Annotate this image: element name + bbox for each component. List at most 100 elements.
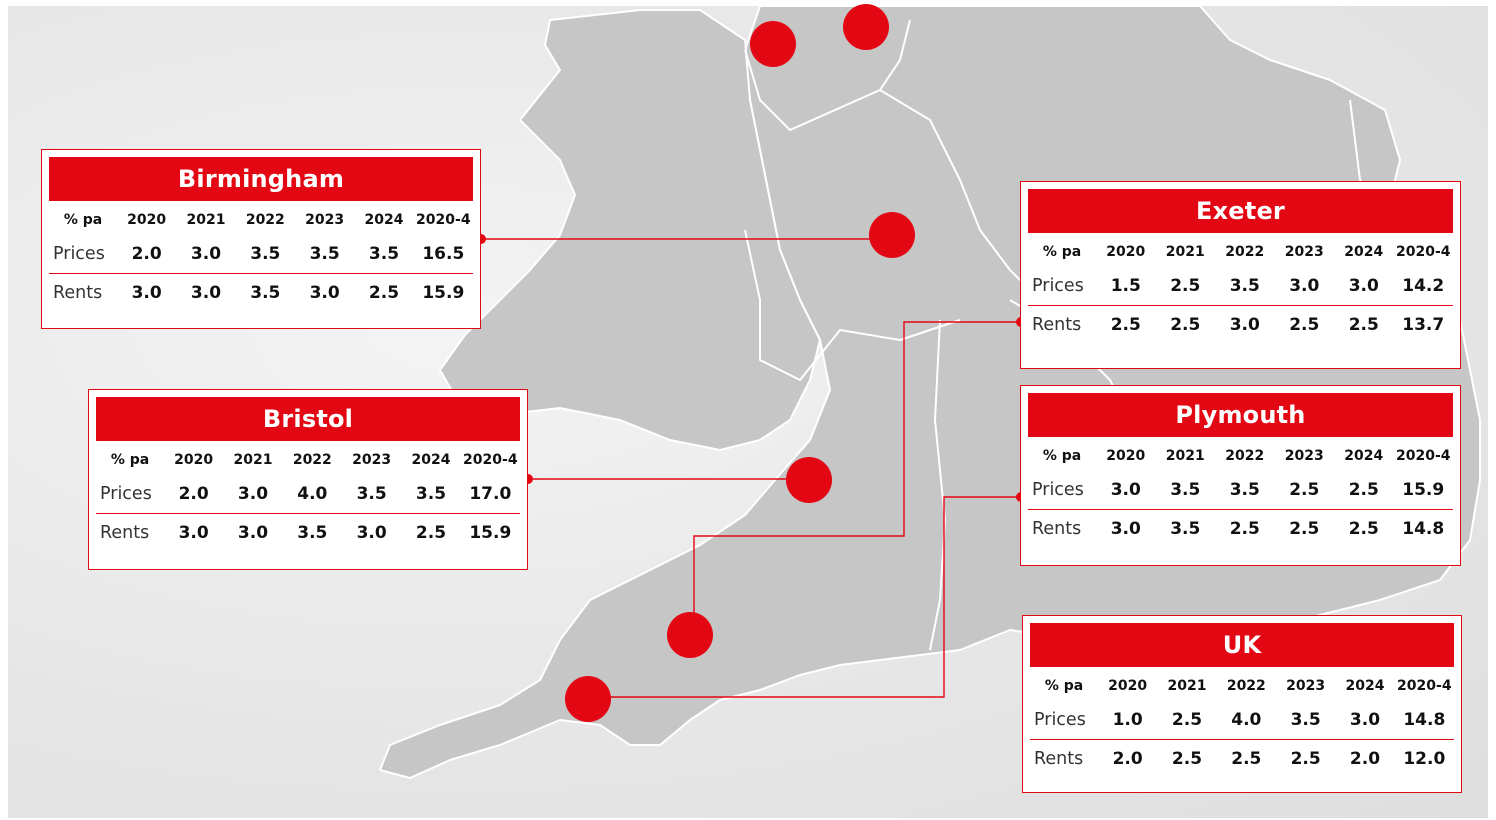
prices-row: Prices 1.5 2.5 3.5 3.0 3.0 14.2 xyxy=(1028,267,1453,306)
row-label: Prices xyxy=(96,475,164,514)
row-label: Rents xyxy=(1034,749,1084,769)
row-label: Prices xyxy=(1028,471,1096,510)
value-cell: 3.0 xyxy=(1274,267,1334,306)
growth-table: % pa 2020 2021 2022 2023 2024 2020-4 Pri… xyxy=(1028,237,1453,344)
column-label: % pa xyxy=(63,212,103,228)
value-cell: 16.5 xyxy=(413,235,473,274)
city-title: Exeter xyxy=(1028,189,1453,233)
leader-line-plymouth xyxy=(590,496,1021,698)
value-cell: 3.5 xyxy=(250,283,281,303)
header-row: % pa 2020 2021 2022 2023 2024 2020-4 xyxy=(1028,237,1453,267)
value-cell: 15.9 xyxy=(422,283,465,303)
value-cell: 2.5 xyxy=(1348,315,1379,335)
city-card-plymouth: Plymouth % pa 2020 2021 2022 2023 2024 2… xyxy=(1020,385,1461,566)
city-marker-plymouth xyxy=(565,676,611,722)
city-card-bristol: Bristol % pa 2020 2021 2022 2023 2024 20… xyxy=(88,389,528,570)
value-cell: 3.0 xyxy=(237,523,269,543)
value-cell: 14.2 xyxy=(1393,267,1453,306)
column-label: 2023 xyxy=(305,212,345,228)
value-cell: 14.8 xyxy=(1402,519,1445,539)
value-cell: 2.5 xyxy=(1274,471,1334,510)
column-label: 2023 xyxy=(352,452,392,468)
rents-row: Rents 2.0 2.5 2.5 2.5 2.0 12.0 xyxy=(1030,740,1454,779)
growth-table: % pa 2020 2021 2022 2023 2024 2020-4 Pri… xyxy=(96,445,520,552)
rents-row: Rents 3.0 3.5 2.5 2.5 2.5 14.8 xyxy=(1028,510,1453,549)
column-label: 2024 xyxy=(411,452,451,468)
city-marker-exeter xyxy=(667,612,713,658)
map-region-wales xyxy=(439,9,821,451)
rents-row: Rents 3.0 3.0 3.5 3.0 2.5 15.9 xyxy=(96,514,520,553)
value-cell: 2.5 xyxy=(1289,519,1320,539)
value-cell: 3.0 xyxy=(1096,471,1156,510)
column-label: 2023 xyxy=(1284,448,1324,464)
prices-row: Prices 2.0 3.0 4.0 3.5 3.5 17.0 xyxy=(96,475,520,514)
value-cell: 2.0 xyxy=(164,475,224,514)
value-cell: 3.0 xyxy=(1229,315,1260,335)
column-label: 2023 xyxy=(1284,244,1324,260)
value-cell: 2.5 xyxy=(1229,519,1260,539)
row-label: Rents xyxy=(53,283,103,303)
value-cell: 13.7 xyxy=(1402,315,1445,335)
column-label: 2020 xyxy=(1106,244,1146,260)
value-cell: 2.5 xyxy=(1290,749,1321,769)
column-label: 2020 xyxy=(1106,448,1146,464)
value-cell: 3.0 xyxy=(1335,701,1395,740)
value-cell: 4.0 xyxy=(1216,701,1276,740)
row-label: Rents xyxy=(100,523,150,543)
row-label: Rents xyxy=(1032,315,1082,335)
value-cell: 12.0 xyxy=(1403,749,1446,769)
map-region-border xyxy=(744,19,911,131)
value-cell: 2.0 xyxy=(1349,749,1381,769)
column-label: % pa xyxy=(1042,448,1082,464)
city-card-uk: UK % pa 2020 2021 2022 2023 2024 2020-4 … xyxy=(1022,615,1462,793)
value-cell: 2.5 xyxy=(1157,701,1217,740)
value-cell: 2.5 xyxy=(368,283,400,303)
city-title: Bristol xyxy=(96,397,520,441)
prices-row: Prices 3.0 3.5 3.5 2.5 2.5 15.9 xyxy=(1028,471,1453,510)
value-cell: 2.0 xyxy=(1112,749,1143,769)
city-marker-bristol xyxy=(786,457,832,503)
map-region-border xyxy=(879,89,1041,301)
column-label: 2021 xyxy=(1165,448,1205,464)
column-label: 2020-4 xyxy=(416,212,471,228)
column-label: 2022 xyxy=(1225,448,1265,464)
city-marker-north-1 xyxy=(750,21,796,67)
row-label: Prices xyxy=(1028,267,1096,306)
city-title: UK xyxy=(1030,623,1454,667)
rents-row: Rents 3.0 3.0 3.5 3.0 2.5 15.9 xyxy=(49,274,473,313)
column-label: 2020-4 xyxy=(1395,448,1451,464)
row-label: Prices xyxy=(49,235,117,274)
value-cell: 2.5 xyxy=(415,523,447,543)
value-cell: 2.5 xyxy=(1289,315,1320,335)
column-label: 2021 xyxy=(233,452,273,468)
growth-table: % pa 2020 2021 2022 2023 2024 2020-4 Pri… xyxy=(1030,671,1454,778)
column-label: 2020 xyxy=(1108,678,1148,694)
prices-row: Prices 2.0 3.0 3.5 3.5 3.5 16.5 xyxy=(49,235,473,274)
city-marker-birmingham xyxy=(869,212,915,258)
value-cell: 17.0 xyxy=(460,475,520,514)
value-cell: 3.5 xyxy=(354,235,414,274)
column-label: 2020-4 xyxy=(1397,678,1452,694)
column-label: 2022 xyxy=(1226,678,1266,694)
value-cell: 3.0 xyxy=(1334,267,1394,306)
rents-row: Rents 2.5 2.5 3.0 2.5 2.5 13.7 xyxy=(1028,306,1453,345)
header-row: % pa 2020 2021 2022 2023 2024 2020-4 xyxy=(96,445,520,475)
header-row: % pa 2020 2021 2022 2023 2024 2020-4 xyxy=(49,205,473,235)
value-cell: 3.0 xyxy=(223,475,283,514)
growth-table: % pa 2020 2021 2022 2023 2024 2020-4 Pri… xyxy=(1028,441,1453,548)
value-cell: 14.8 xyxy=(1394,701,1454,740)
column-label: % pa xyxy=(1042,244,1082,260)
column-label: 2020 xyxy=(174,452,214,468)
row-label: Rents xyxy=(1032,519,1082,539)
column-label: 2024 xyxy=(1344,244,1384,260)
value-cell: 3.5 xyxy=(235,235,295,274)
row-label: Prices xyxy=(1030,701,1098,740)
header-row: % pa 2020 2021 2022 2023 2024 2020-4 xyxy=(1028,441,1453,471)
column-label: % pa xyxy=(110,452,150,468)
value-cell: 3.0 xyxy=(131,283,162,303)
column-label: 2023 xyxy=(1286,678,1326,694)
city-title: Plymouth xyxy=(1028,393,1453,437)
column-label: 2020-4 xyxy=(1395,244,1451,260)
value-cell: 2.5 xyxy=(1155,267,1215,306)
value-cell: 3.5 xyxy=(1215,267,1275,306)
